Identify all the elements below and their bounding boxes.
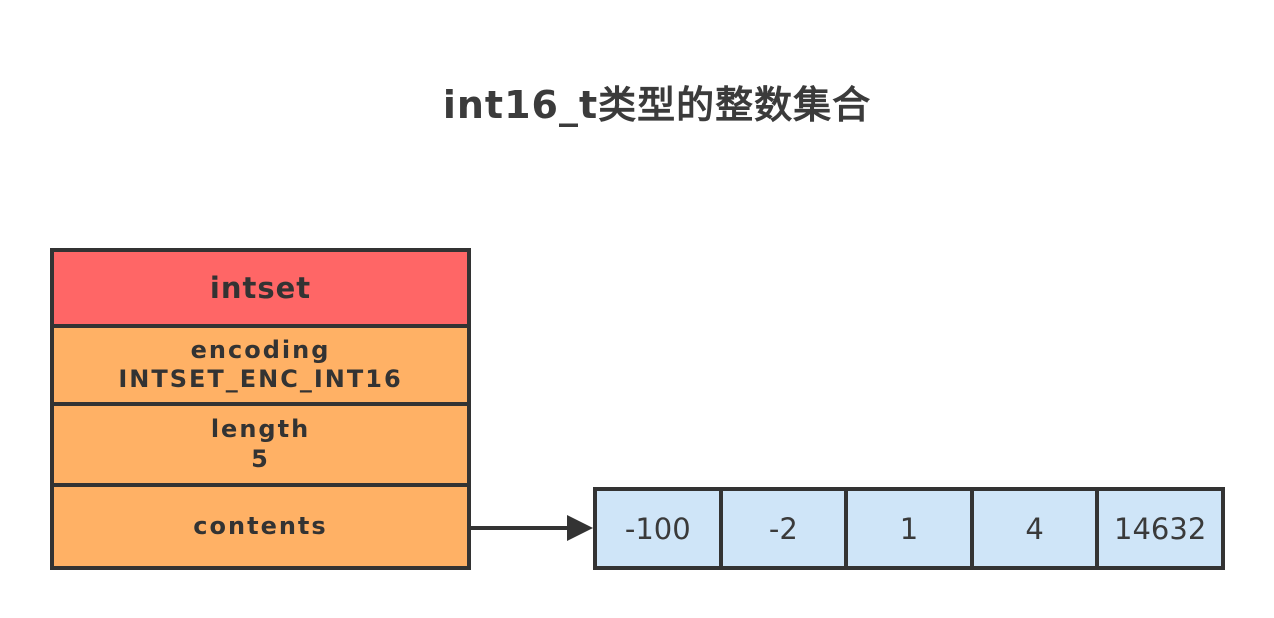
arrowhead-icon [567,515,593,541]
encoding-row: encoding INTSET_ENC_INT16 [54,324,467,402]
array-cell: 4 [969,491,1096,566]
array-cell: -100 [597,491,719,566]
intset-header-row: intset [54,252,467,324]
intset-header-label: intset [209,271,312,305]
contents-array: -100 -2 1 4 14632 [593,487,1225,570]
intset-struct-box: intset encoding INTSET_ENC_INT16 length … [50,248,471,570]
encoding-label: encoding [190,335,331,364]
contents-label: contents [193,511,328,540]
length-label: length [210,415,311,444]
contents-pointer-line [471,526,569,530]
encoding-value: INTSET_ENC_INT16 [118,365,403,393]
array-cell: 1 [844,491,970,566]
contents-row: contents [54,483,467,566]
array-cell: -2 [718,491,845,566]
array-cell: 14632 [1095,491,1221,566]
length-row: length 5 [54,402,467,483]
length-value: 5 [251,444,270,473]
diagram-title: int16_t类型的整数集合 [442,83,872,127]
